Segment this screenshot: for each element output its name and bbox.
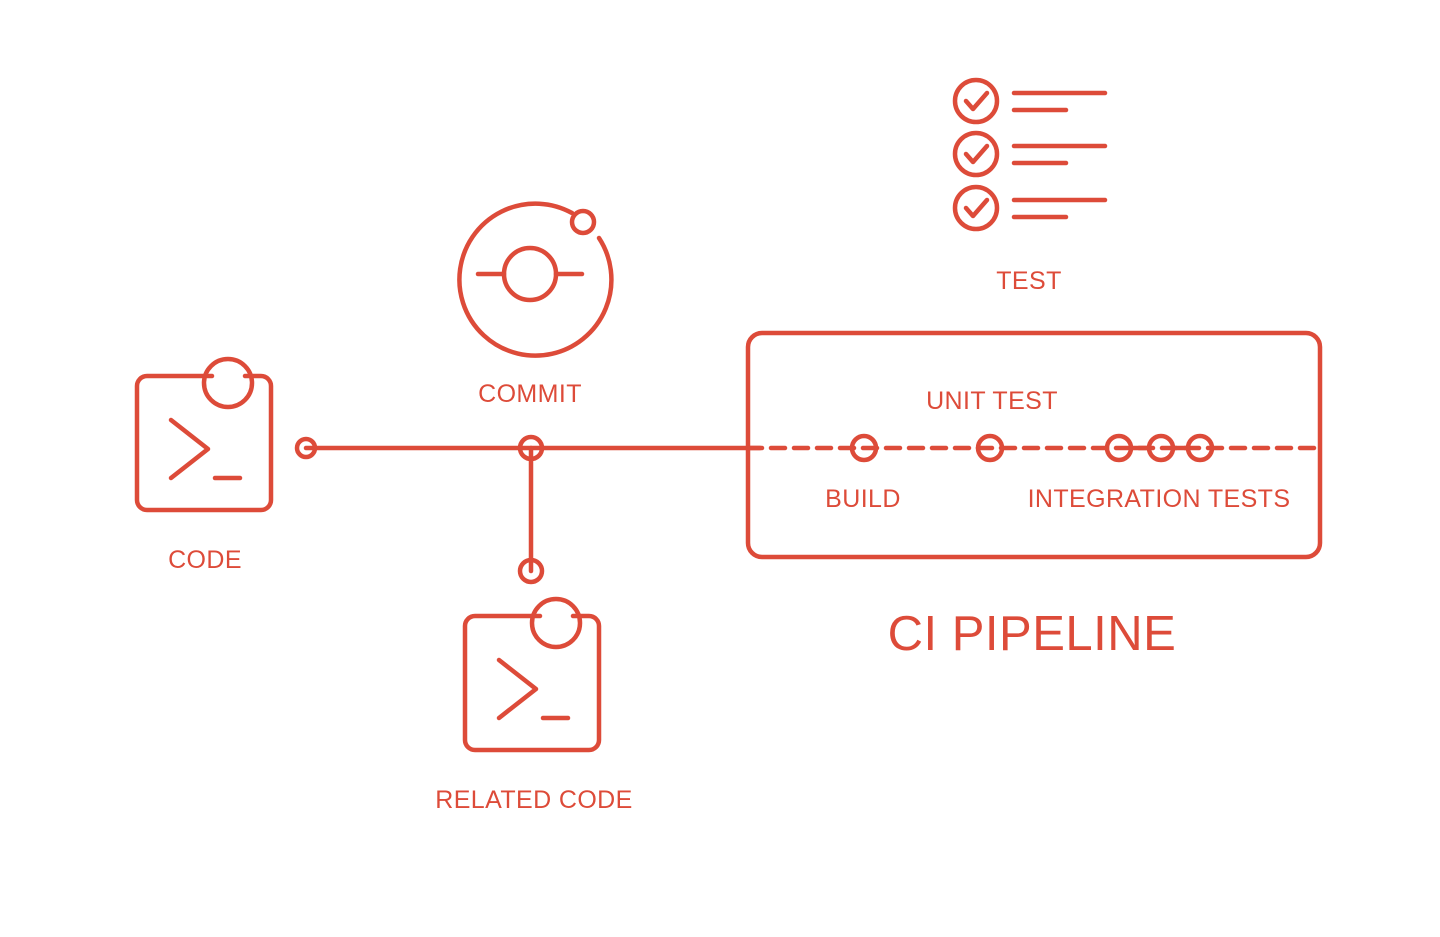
stage-node-integration-2[interactable] xyxy=(1146,433,1176,463)
commit-orbit-dot xyxy=(569,208,597,236)
commit-orbit-ring xyxy=(457,201,614,358)
related-code-branch-dot xyxy=(517,557,545,585)
stage-node-unit-test[interactable] xyxy=(975,433,1005,463)
commit-orbit-icon xyxy=(457,201,614,358)
check-mark-icon xyxy=(963,143,990,165)
check-circle-icon xyxy=(952,130,1000,178)
related-code-node[interactable]: RELATED CODE xyxy=(435,596,632,814)
build-label: BUILD xyxy=(825,485,901,513)
code-node[interactable]: CODE xyxy=(134,356,274,574)
prompt-chevron-icon xyxy=(496,657,539,721)
check-mark-icon xyxy=(963,197,990,219)
check-circle-icon xyxy=(952,77,1000,125)
code-file-outline xyxy=(134,373,274,513)
check-circle-icon xyxy=(952,184,1000,232)
check-mark-icon xyxy=(963,90,990,112)
stage-node-build[interactable] xyxy=(849,433,879,463)
commit-node[interactable]: COMMIT xyxy=(457,201,614,408)
prompt-chevron-icon xyxy=(168,417,211,481)
stage-node-integration-3[interactable] xyxy=(1185,433,1215,463)
terminal-code-file-icon xyxy=(134,356,274,513)
code-file-badge-circle xyxy=(201,356,255,410)
test-node[interactable]: TEST xyxy=(952,77,1108,295)
commit-label: COMMIT xyxy=(478,380,582,408)
terminal-code-file-icon xyxy=(462,596,602,753)
unit-test-label: UNIT TEST xyxy=(926,387,1058,415)
code-commit-start-dot xyxy=(294,436,318,460)
checklist-icon xyxy=(952,77,1108,232)
code-label: CODE xyxy=(168,546,242,574)
pipeline-box-outline xyxy=(745,330,1323,560)
commit-junction-dot xyxy=(517,434,545,462)
ci-pipeline-title: CI PIPELINE xyxy=(888,607,1177,661)
related-code-file-badge-circle xyxy=(529,596,583,650)
related-code-file-outline xyxy=(462,613,602,753)
related-code-label: RELATED CODE xyxy=(435,786,632,814)
integration-tests-label: INTEGRATION TESTS xyxy=(1028,485,1291,513)
main-connector xyxy=(294,434,763,585)
stage-node-integration-1[interactable] xyxy=(1104,433,1134,463)
test-label: TEST xyxy=(996,267,1062,295)
commit-inner-circle xyxy=(501,245,559,303)
ci-pipeline-box[interactable]: UNIT TEST BUILD INTEGRATION TESTS xyxy=(745,330,1323,560)
